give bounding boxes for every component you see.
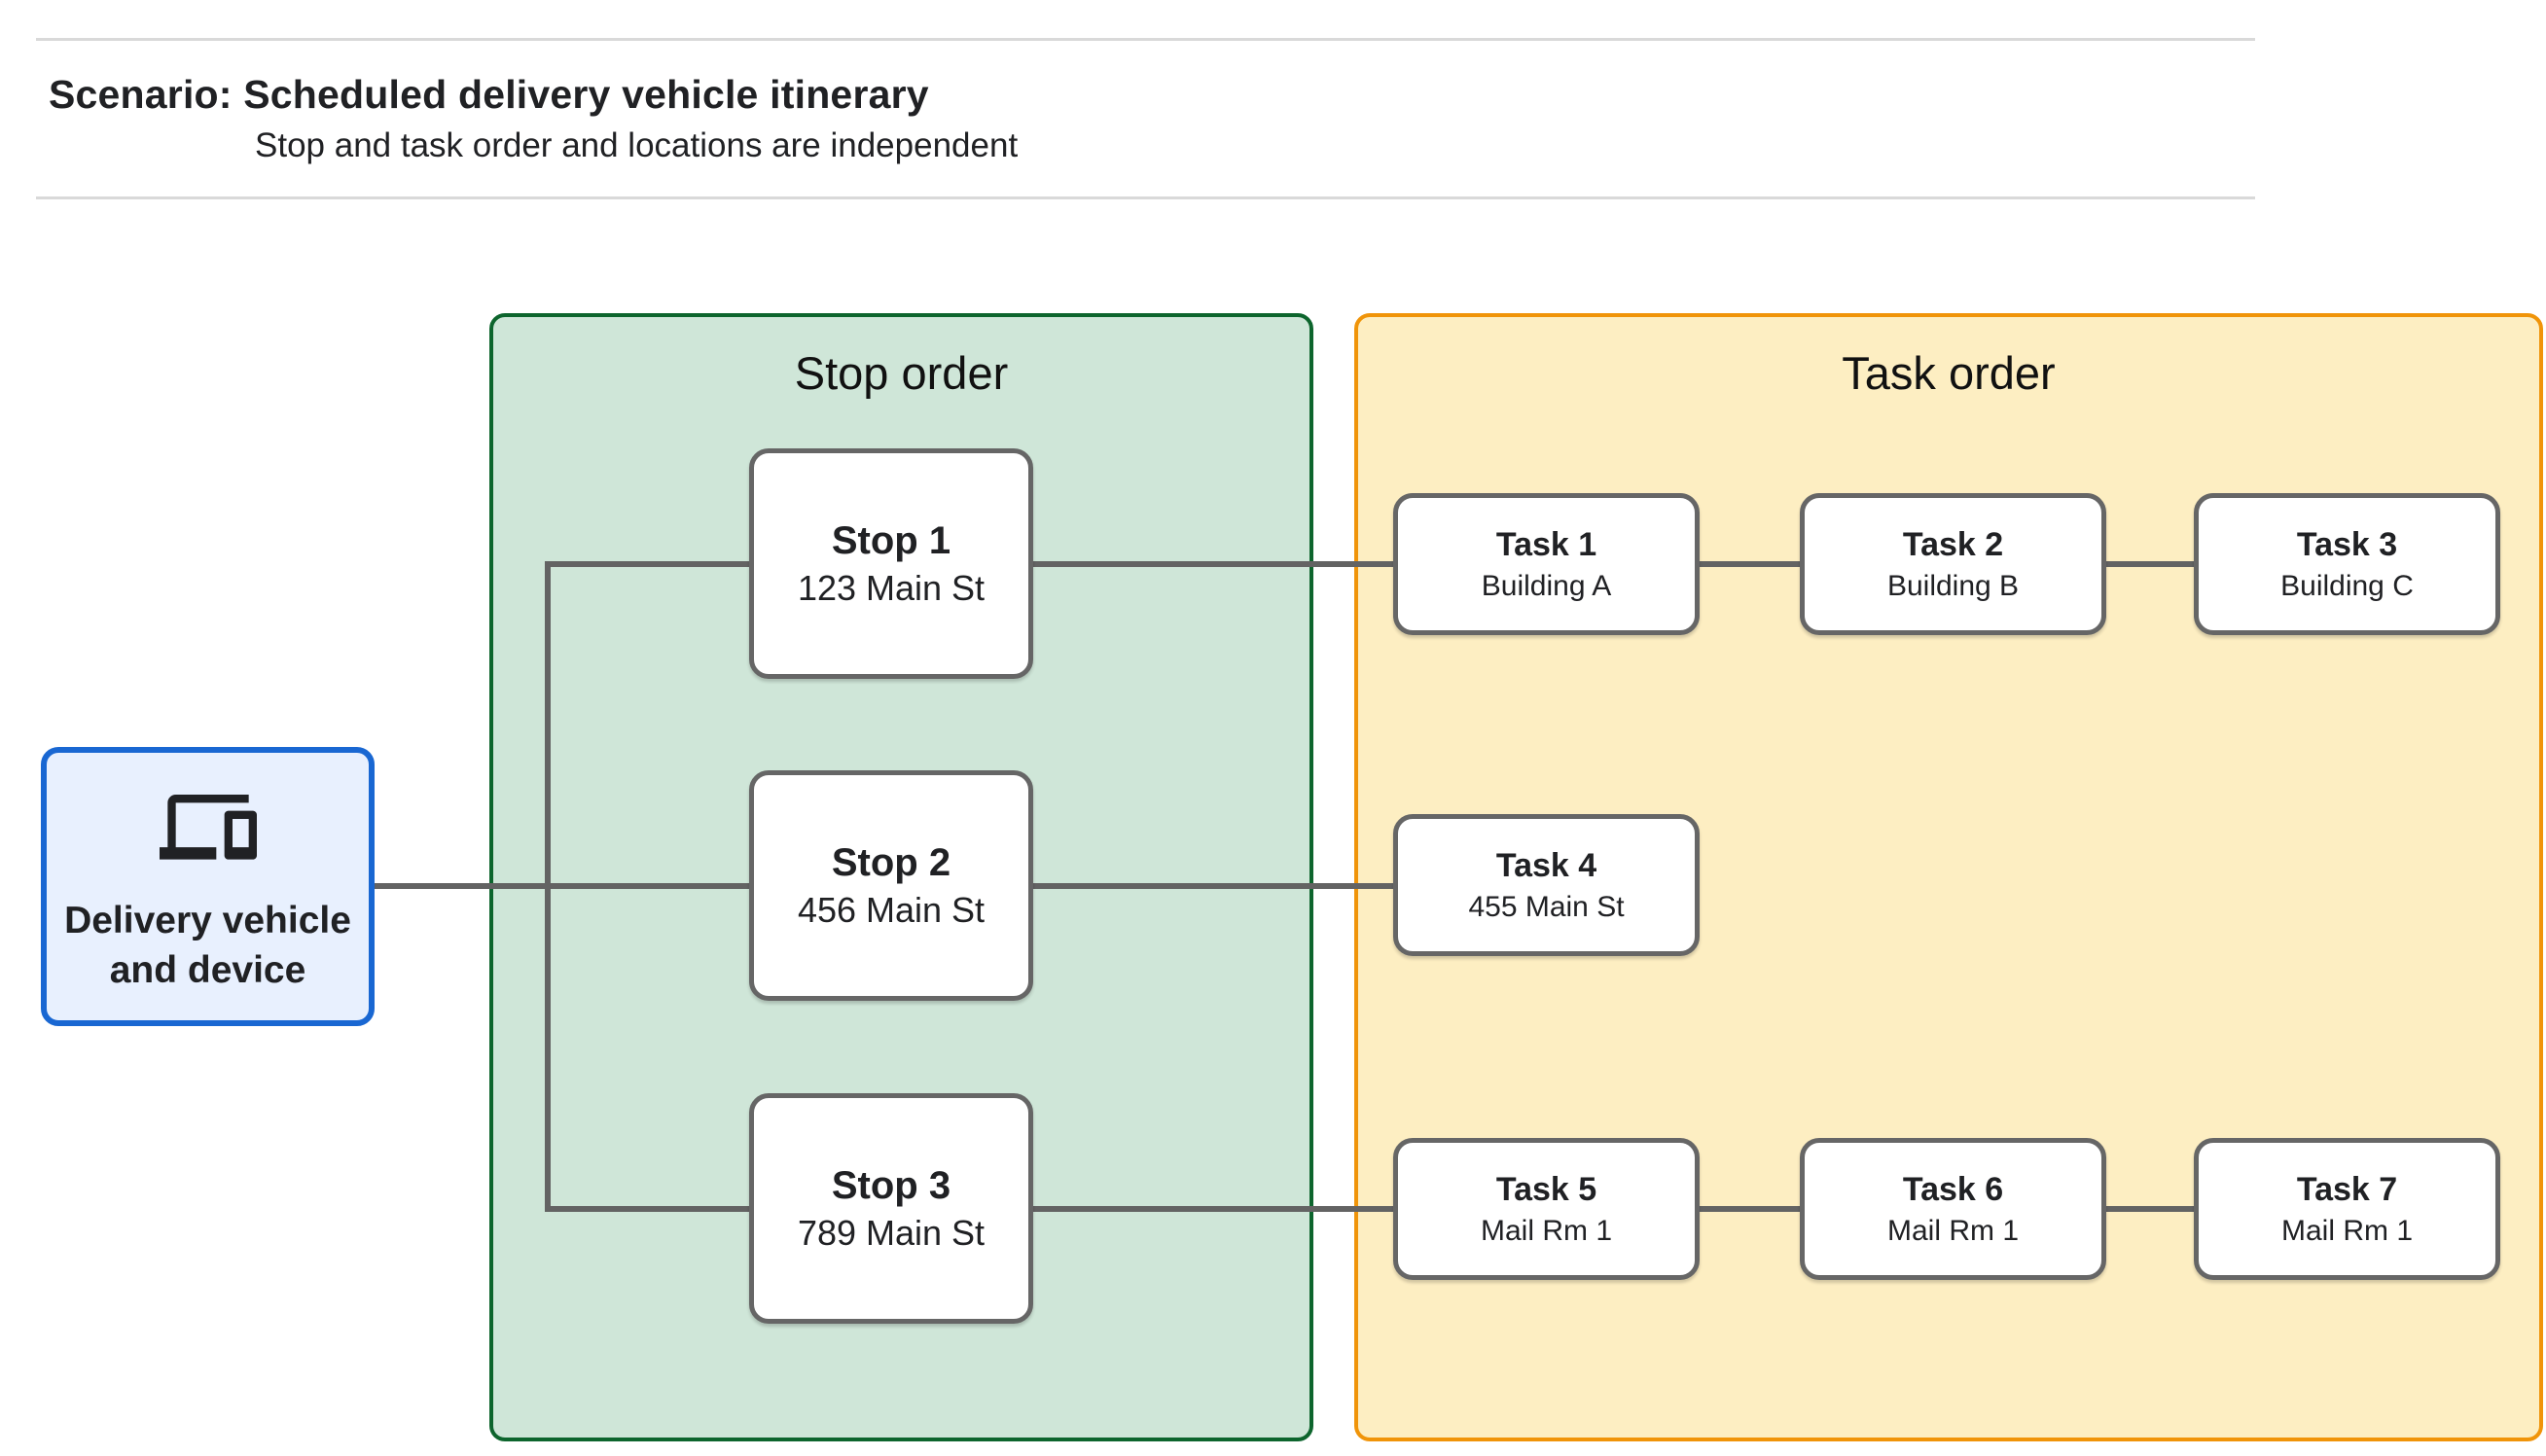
task-1-location: Building A (1481, 569, 1612, 602)
task-6-name: Task 6 (1902, 1171, 2004, 1209)
task-5-location: Mail Rm 1 (1480, 1214, 1612, 1247)
connector-stop3-to-task5 (1033, 1206, 1393, 1212)
task-2-location: Building B (1886, 569, 2020, 602)
task-7-location: Mail Rm 1 (2280, 1214, 2413, 1247)
connector-task6-to-task7 (2106, 1206, 2196, 1212)
connector-trunk-to-stop1 (545, 561, 749, 567)
stop-1-node: Stop 1 123 Main St (749, 448, 1033, 679)
bottom-divider (36, 196, 2255, 199)
stop-1-name: Stop 1 (831, 519, 951, 563)
connector-stop1-to-task1 (1033, 561, 1393, 567)
task-5-name: Task 5 (1495, 1171, 1597, 1209)
task-4-name: Task 4 (1495, 847, 1597, 885)
task-2-name: Task 2 (1902, 526, 2004, 564)
task-3-node: Task 3 Building C (2194, 493, 2500, 635)
stop-2-name: Stop 2 (831, 841, 951, 885)
task-3-location: Building C (2280, 569, 2414, 602)
task-order-panel-title: Task order (1842, 347, 2056, 399)
connector-task5-to-task6 (1700, 1206, 1800, 1212)
stop-2-address: 456 Main St (797, 890, 986, 931)
task-6-location: Mail Rm 1 (1886, 1214, 2019, 1247)
scenario-title: Scenario: Scheduled delivery vehicle iti… (49, 72, 929, 117)
connector-trunk-to-stop3 (545, 1206, 749, 1212)
stop-3-address: 789 Main St (797, 1213, 986, 1254)
connector-task1-to-task2 (1700, 561, 1800, 567)
task-4-location: 455 Main St (1468, 890, 1625, 923)
task-7-name: Task 7 (2296, 1171, 2398, 1209)
connector-vehicle-to-stop2 (375, 883, 749, 889)
stop-1-address: 123 Main St (797, 568, 986, 609)
task-5-node: Task 5 Mail Rm 1 (1393, 1138, 1700, 1280)
stop-2-node: Stop 2 456 Main St (749, 770, 1033, 1001)
stop-order-panel-title: Stop order (794, 347, 1009, 399)
delivery-vehicle-label: Delivery vehicle and device (64, 899, 351, 991)
task-7-node: Task 7 Mail Rm 1 (2194, 1138, 2500, 1280)
task-4-node: Task 4 455 Main St (1393, 814, 1700, 956)
task-1-name: Task 1 (1495, 526, 1597, 564)
task-1-node: Task 1 Building A (1393, 493, 1700, 635)
stop-3-node: Stop 3 789 Main St (749, 1093, 1033, 1324)
task-2-node: Task 2 Building B (1800, 493, 2106, 635)
stop-3-name: Stop 3 (831, 1164, 951, 1208)
task-6-node: Task 6 Mail Rm 1 (1800, 1138, 2106, 1280)
task-3-name: Task 3 (2296, 526, 2398, 564)
scenario-subtitle: Stop and task order and locations are in… (255, 126, 1019, 164)
connector-task2-to-task3 (2106, 561, 2196, 567)
devices-icon (159, 778, 257, 860)
top-divider (36, 38, 2255, 41)
connector-trunk-vertical (545, 561, 551, 1212)
connector-stop2-to-task4 (1033, 883, 1393, 889)
delivery-vehicle-node: Delivery vehicle and device (41, 747, 375, 1026)
